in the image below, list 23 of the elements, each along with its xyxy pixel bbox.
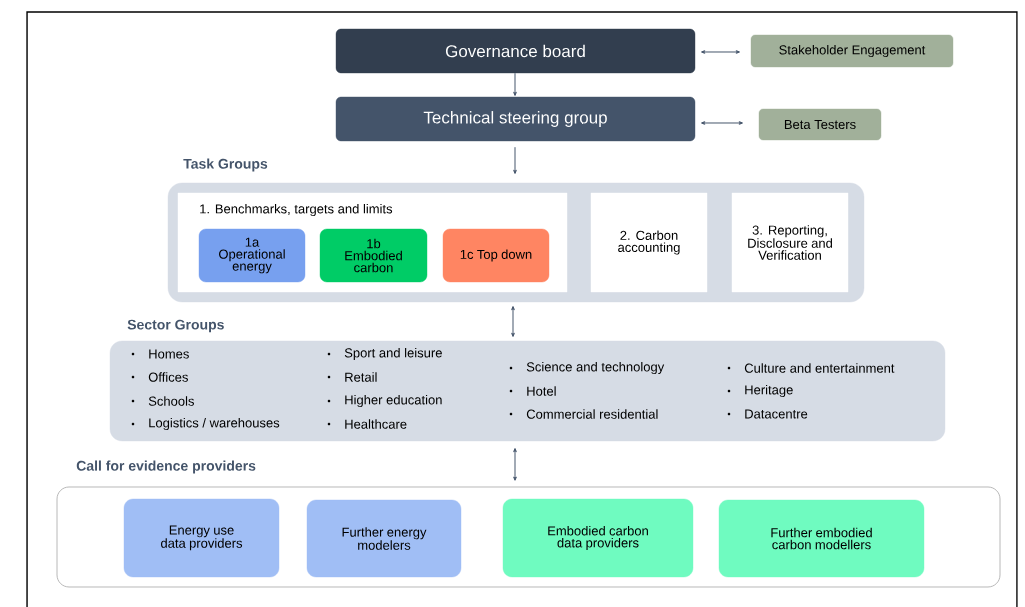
provider-box: Further energy modelers <box>306 499 462 578</box>
group-box: Stakeholder Engagement <box>750 34 954 68</box>
node-label: Sector Groups <box>127 319 224 333</box>
task-box: 3. Reporting, Disclosure and Verification <box>731 192 849 293</box>
task-box: 1c Top down <box>442 228 550 283</box>
arrow <box>513 448 517 481</box>
node-label: Call for evidence providers <box>76 460 256 474</box>
provider-box: Embodied carbon data providers <box>502 498 694 578</box>
arrow <box>513 72 517 96</box>
arrow <box>513 146 517 174</box>
arrow <box>701 121 743 125</box>
provider-box: Further embodied carbon modellers <box>718 499 925 578</box>
group-panel: Sector Groups Homes Offices Schools Logistics / warehouses Sport and leisure Retail Higher education Healthcare Science and technology Hotel Commercial residential Culture and entertainment Heritage Datacentre <box>109 319 946 442</box>
group-box: Beta Testers <box>758 108 882 141</box>
node-label: Task Groups <box>183 158 268 172</box>
group-box: Technical steering group <box>335 96 696 142</box>
task-box: 1b Embodied carbon <box>319 228 428 283</box>
task-box: 2. Carbon accounting <box>590 192 708 293</box>
provider-box: Energy use data providers <box>123 498 280 578</box>
arrow <box>701 50 740 54</box>
task-box: 1a Operational energy <box>198 228 306 283</box>
board-box: Governance board <box>335 28 696 74</box>
arrow <box>511 306 515 337</box>
